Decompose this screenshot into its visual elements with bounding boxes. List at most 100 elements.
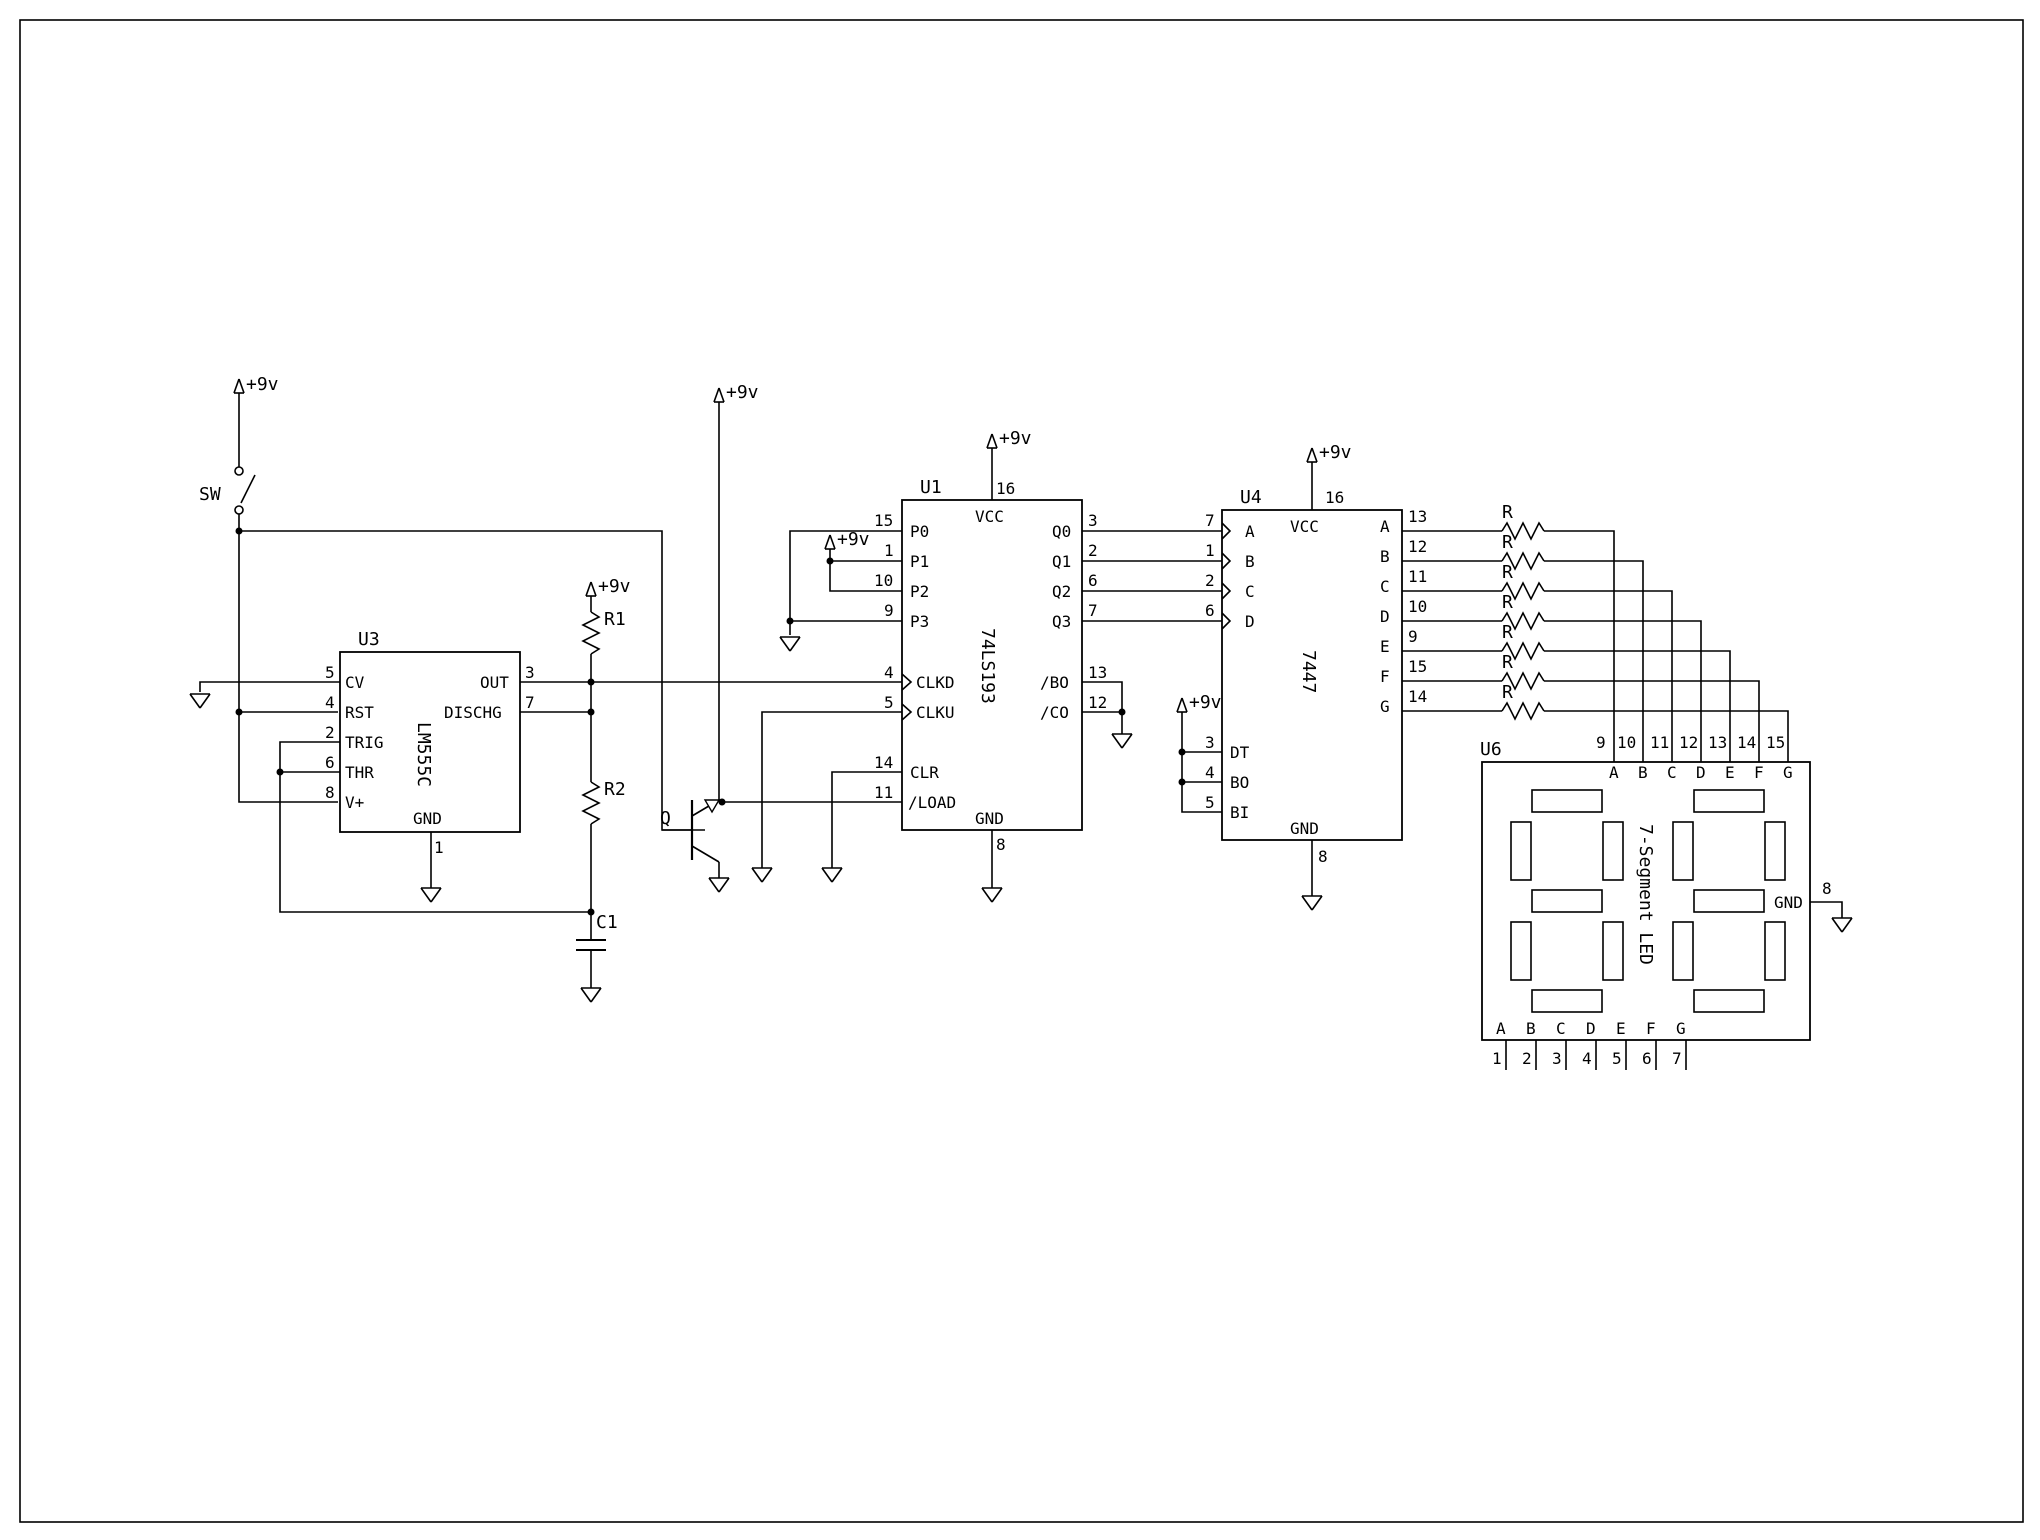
u6-pinnum-6: 6 — [1642, 1049, 1652, 1068]
u1-pin-q3: Q3 — [1052, 612, 1071, 631]
u4-pin-bo: BO — [1230, 773, 1249, 792]
u6-pin-g-top: G — [1783, 763, 1793, 782]
resistor-label-c: R — [1502, 562, 1513, 583]
u4-pin-g-out: G — [1380, 697, 1390, 716]
segment-resistor-g: R — [1402, 682, 1789, 736]
u4-pin-dt: DT — [1230, 743, 1250, 762]
u4-pinnum-5: 5 — [1205, 793, 1215, 812]
u3-pinnum-8: 8 — [325, 783, 335, 802]
u6-pin-g-bottom: G — [1676, 1019, 1686, 1038]
u3-pin-cv: CV — [345, 673, 365, 692]
u1-pinnum-3: 3 — [1088, 511, 1098, 530]
u1-pin-p0: P0 — [910, 522, 929, 541]
segment-resistor-d: R — [1402, 592, 1702, 736]
resistor-label-f: R — [1502, 652, 1513, 673]
u3-pin-gnd: GND — [413, 809, 442, 828]
u4-pinnum-11: 11 — [1408, 567, 1427, 586]
ic-u4-7447: U4 7447 VCC 16 GND 8 A B C D DT BO BI 7 … — [1205, 487, 1427, 866]
u1-pin-vcc: VCC — [975, 507, 1004, 526]
u6-pinnum-11: 11 — [1650, 733, 1669, 752]
u4-pinnum-1: 1 — [1205, 541, 1215, 560]
u4-pin-bi: BI — [1230, 803, 1249, 822]
u3-pinnum-5: 5 — [325, 663, 335, 682]
u6-pinnum-1: 1 — [1492, 1049, 1502, 1068]
u1-pinnum-16: 16 — [996, 479, 1015, 498]
u3-pinnum-2: 2 — [325, 723, 335, 742]
segment-resistor-e: R — [1402, 622, 1731, 736]
u6-pin-c-top: C — [1667, 763, 1677, 782]
switch-label: SW — [199, 484, 221, 505]
u6-pinnum-2: 2 — [1522, 1049, 1532, 1068]
u4-pinnum-13: 13 — [1408, 507, 1427, 526]
u6-pin-e-top: E — [1725, 763, 1735, 782]
u3-pinnum-1: 1 — [434, 838, 444, 857]
u4-pin-a-out: A — [1380, 517, 1390, 536]
u6-ref: U6 — [1480, 739, 1502, 760]
u3-ref: U3 — [358, 629, 380, 650]
u6-pin-e-bottom: E — [1616, 1019, 1626, 1038]
u4-pinnum-8: 8 — [1318, 847, 1328, 866]
u1-pinnum-2: 2 — [1088, 541, 1098, 560]
u1-pin-clr: CLR — [910, 763, 939, 782]
u1-pinnum-5: 5 — [884, 693, 894, 712]
u1-pinnum-4: 4 — [884, 663, 894, 682]
r2-label: R2 — [604, 779, 626, 800]
u1-pinnum-8: 8 — [996, 835, 1006, 854]
u6-pin-f-bottom: F — [1646, 1019, 1656, 1038]
supply-label-u4: +9v — [1319, 442, 1352, 463]
u4-pin-d-in: D — [1245, 612, 1255, 631]
sheet-border — [19, 19, 2024, 1523]
u4-pin-vcc: VCC — [1290, 517, 1319, 536]
supply-label-p1: +9v — [837, 529, 870, 550]
ic-u1-74ls193: U1 74LS193 VCC 16 GND 8 P0 P1 P2 P3 CLKD… — [874, 477, 1107, 854]
u4-pin-b-in: B — [1245, 552, 1255, 571]
u3-pinnum-7: 7 — [525, 693, 535, 712]
u1-pin-q2: Q2 — [1052, 582, 1071, 601]
u4-pinnum-7: 7 — [1205, 511, 1215, 530]
u4-pin-d-out: D — [1380, 607, 1390, 626]
u6-pin-d-top: D — [1696, 763, 1706, 782]
u3-pin-out: OUT — [480, 673, 509, 692]
u6-pin-c-bottom: C — [1556, 1019, 1566, 1038]
u3-pin-thr: THR — [345, 763, 374, 782]
display-u6-7segment: U6 7-Segment LED 9 10 11 12 13 14 15 A B… — [1480, 733, 1832, 1068]
segment-resistor-c: R — [1402, 562, 1673, 736]
u1-pin-gnd: GND — [975, 809, 1004, 828]
u4-pinnum-10: 10 — [1408, 597, 1427, 616]
supply-label-r1: +9v — [598, 576, 631, 597]
resistor-label-g: R — [1502, 682, 1513, 703]
u1-pin-load: /LOAD — [908, 793, 956, 812]
resistor-r1: +9v R1 — [581, 576, 631, 782]
u1-pin-clkd: CLKD — [916, 673, 955, 692]
resistor-label-d: R — [1502, 592, 1513, 613]
u4-pinnum-2: 2 — [1205, 571, 1215, 590]
u3-pin-dischg: DISCHG — [444, 703, 502, 722]
u6-pinnum-14: 14 — [1737, 733, 1756, 752]
supply-label-u1: +9v — [999, 428, 1032, 449]
u4-ref: U4 — [1240, 487, 1262, 508]
resistor-r2: R2 — [581, 779, 626, 940]
resistor-label-e: R — [1502, 622, 1513, 643]
u1-pin-bo: /BO — [1040, 673, 1069, 692]
ic-u3-lm555c: U3 LM555C CV RST TRIG THR V+ 5 4 2 6 8 O… — [325, 629, 535, 857]
q-label: Q — [660, 808, 671, 829]
u4-part: 7447 — [1298, 650, 1319, 693]
u3-pin-rst: RST — [345, 703, 374, 722]
u6-pin-b-top: B — [1638, 763, 1648, 782]
u6-pin-a-top: A — [1609, 763, 1619, 782]
u4-pin-e-out: E — [1380, 637, 1390, 656]
u6-part: 7-Segment LED — [1635, 824, 1656, 965]
u1-pin-p2: P2 — [910, 582, 929, 601]
u3-pinnum-4: 4 — [325, 693, 335, 712]
u1-pin-q0: Q0 — [1052, 522, 1071, 541]
transistor-q: Q — [660, 799, 721, 863]
u1-pinnum-9: 9 — [884, 601, 894, 620]
u1-pinnum-11: 11 — [874, 783, 893, 802]
u4-pinnum-6: 6 — [1205, 601, 1215, 620]
u6-pinnum-13: 13 — [1708, 733, 1727, 752]
c1-label: C1 — [596, 912, 618, 933]
u4-pinnum-3: 3 — [1205, 733, 1215, 752]
u6-pinnum-12: 12 — [1679, 733, 1698, 752]
u4-pinnum-15: 15 — [1408, 657, 1427, 676]
u4-pin-f-out: F — [1380, 667, 1390, 686]
